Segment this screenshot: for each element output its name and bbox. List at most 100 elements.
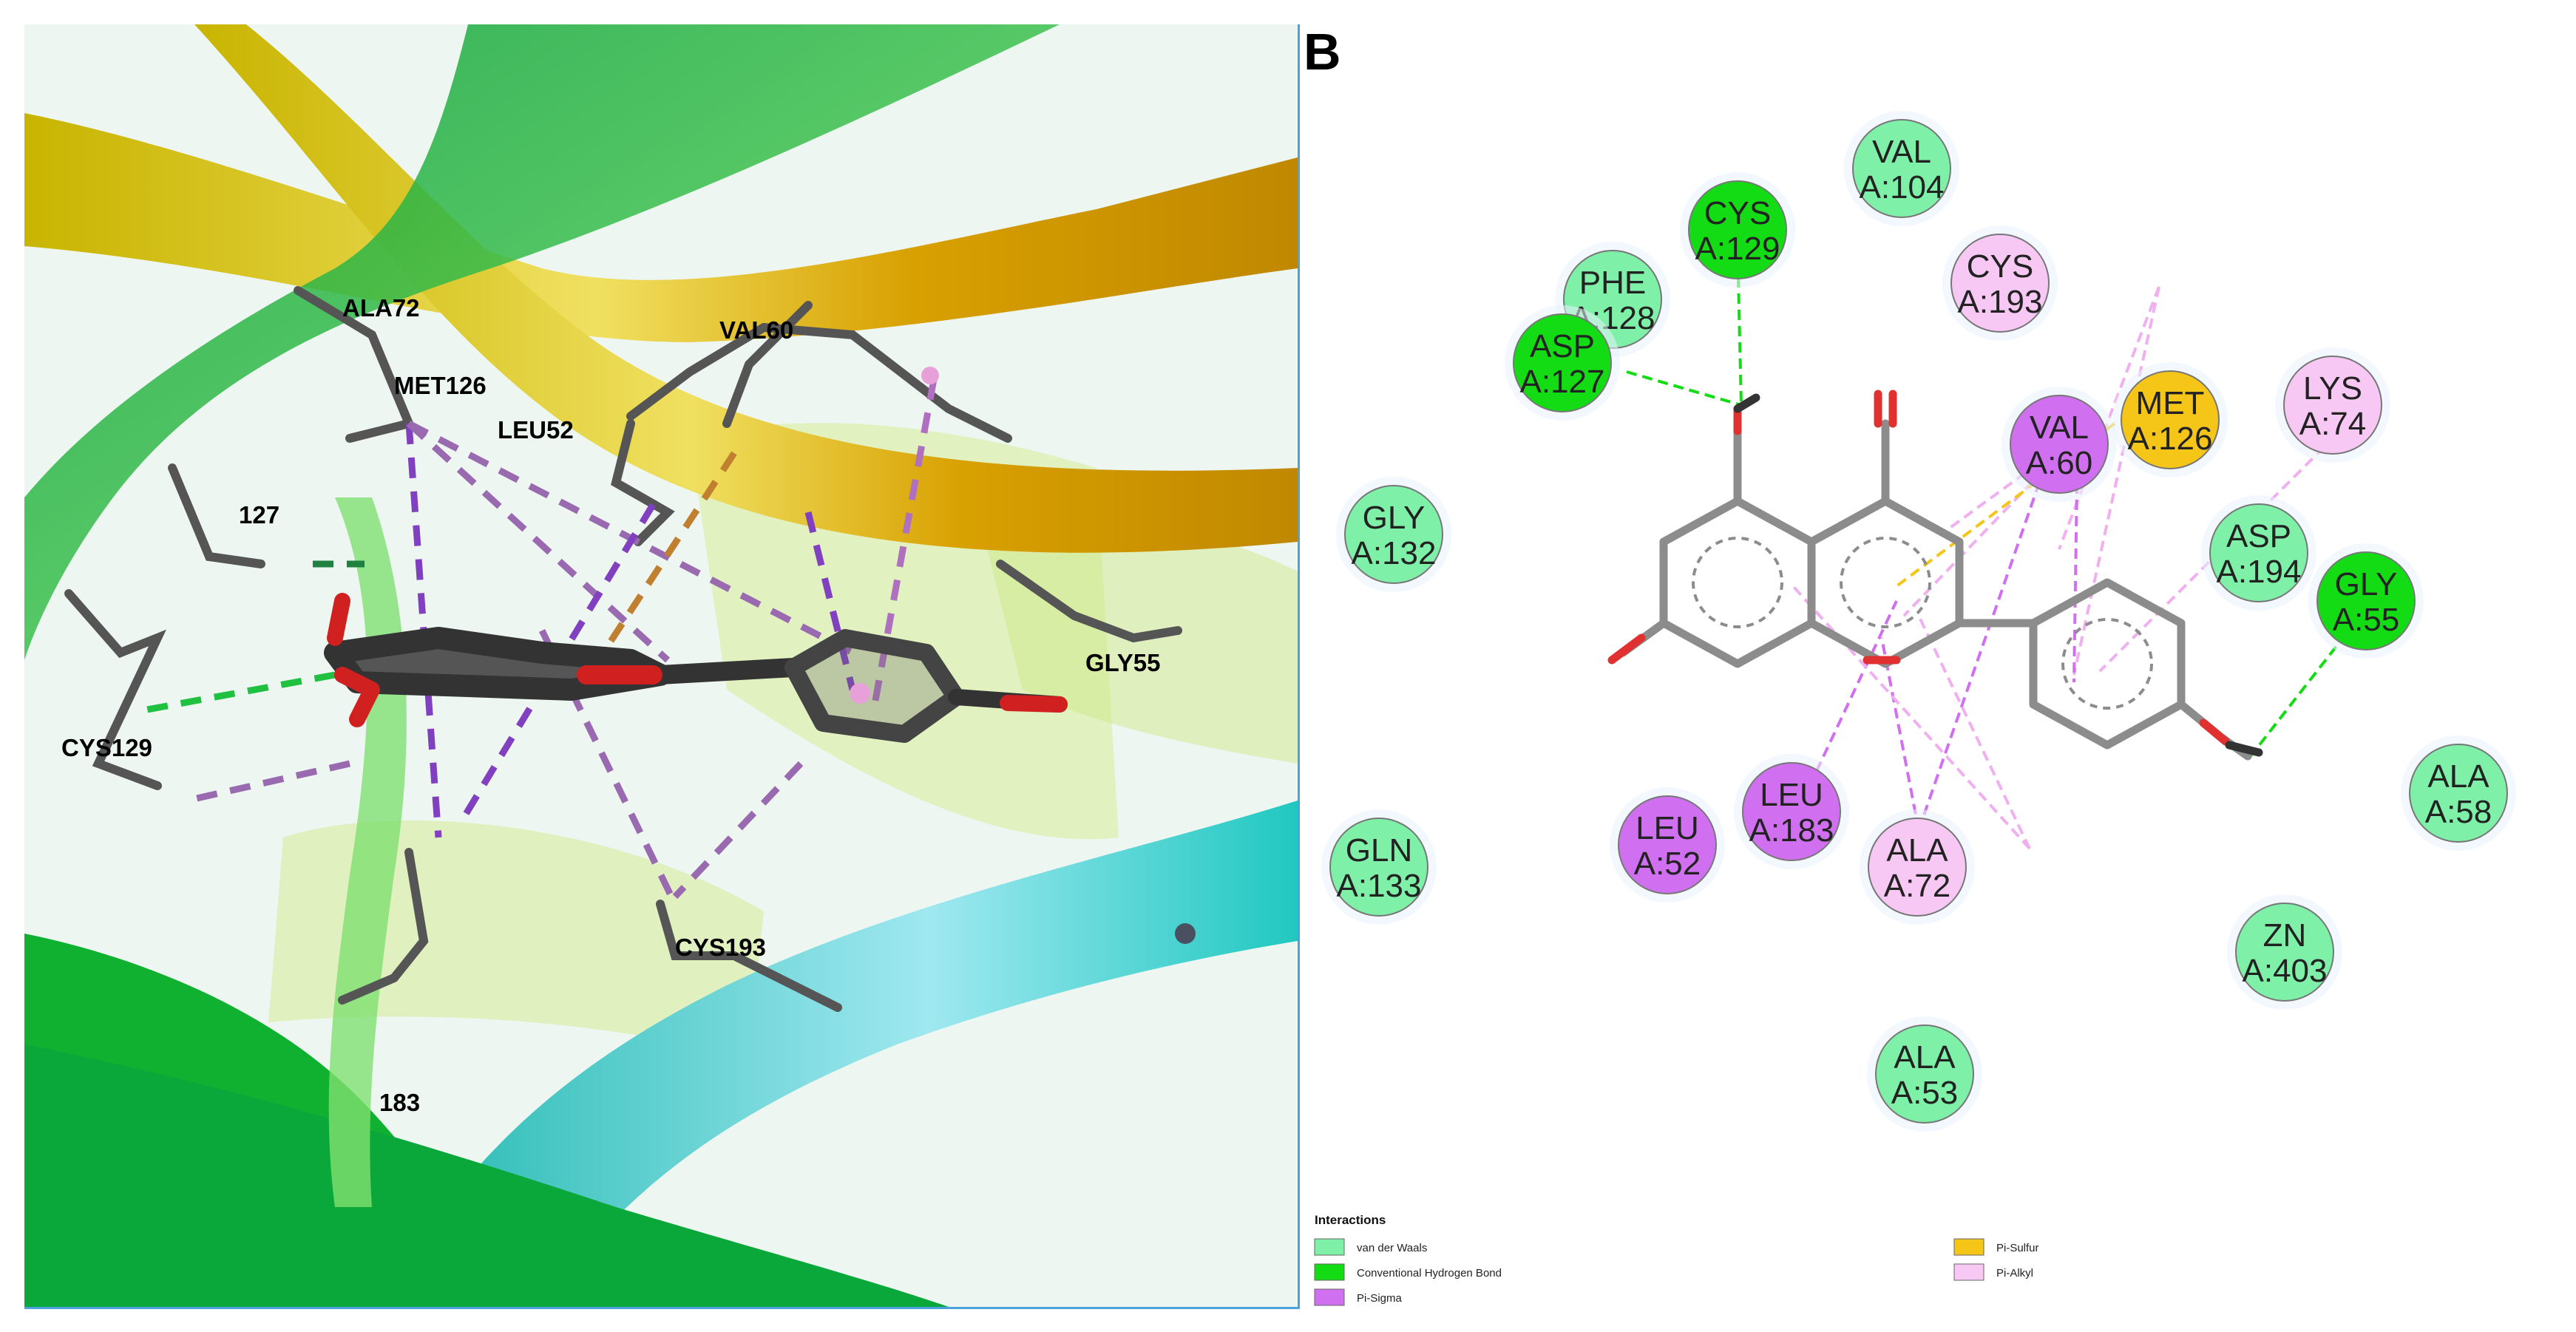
label-cys129: CYS129 xyxy=(61,734,152,761)
ligand-3d xyxy=(324,367,1196,944)
residue-circle xyxy=(2010,395,2109,494)
residue-name: GLN xyxy=(1346,832,1412,869)
ligand-heteroatoms xyxy=(1607,390,2263,757)
residue-circle xyxy=(2209,503,2308,602)
residue-name: VAL xyxy=(1872,134,1931,170)
legend: Interactions van der Waals Conventional … xyxy=(1314,1213,2039,1306)
residue-id: A:74 xyxy=(2299,406,2367,442)
residue-circle xyxy=(2316,551,2416,650)
residue-id: A:52 xyxy=(1634,846,1701,882)
label-ala72: ALA72 xyxy=(342,294,420,322)
label-leu52: LEU52 xyxy=(498,416,574,444)
legend-swatch-pisigma xyxy=(1314,1288,1345,1306)
residue-name: ASP xyxy=(2226,518,2291,554)
residue-id: A:183 xyxy=(1749,812,1834,849)
label-met126: MET126 xyxy=(394,372,487,399)
residue-name: GLY xyxy=(2335,566,2398,602)
legend-title: Interactions xyxy=(1315,1213,1386,1227)
legend-swatch-hbond xyxy=(1314,1263,1345,1281)
docking-3d-svg: ALA72 MET126 LEU52 VAL60 127 CYS129 GLY5… xyxy=(24,24,1298,1307)
residue-circle xyxy=(1852,119,1951,218)
label-asp127: 127 xyxy=(239,501,279,529)
residue-circle xyxy=(2235,903,2334,1002)
residue-id: A:133 xyxy=(1337,868,1422,904)
residue-name: CYS xyxy=(1967,248,2033,285)
residue-circle xyxy=(1688,180,1787,279)
residue-name: ZN xyxy=(2263,917,2307,954)
residue-name: ALA xyxy=(1894,1039,1956,1076)
residue-id: A:132 xyxy=(1352,535,1437,571)
residue-name: GLY xyxy=(1363,500,1426,536)
legend-swatch-pisulfur xyxy=(1953,1238,1984,1256)
residue-name: LYS xyxy=(2303,370,2362,407)
legend-label-hbond: Conventional Hydrogen Bond xyxy=(1357,1267,1502,1280)
residue-nodes: VALA:104CYSA:129PHEA:128ASPA:127CYSA:193… xyxy=(1321,111,2516,1132)
residue-name: CYS xyxy=(1704,195,1771,231)
label-val60: VAL60 xyxy=(719,316,793,344)
residue-circle xyxy=(1742,762,1841,861)
residue-name: ASP xyxy=(1530,328,1595,364)
label-gly55: GLY55 xyxy=(1085,649,1161,676)
legend-label-vdw: van der Waals xyxy=(1357,1242,1427,1254)
legend-label-pisigma: Pi-Sigma xyxy=(1357,1292,1403,1305)
label-leu183: 183 xyxy=(379,1089,420,1116)
residue-name: VAL xyxy=(2030,410,2089,446)
residue-circle xyxy=(1875,1025,1974,1124)
side-chain-sticks xyxy=(64,286,1182,1012)
ligand-aromatic-rings xyxy=(1692,537,2153,710)
residue-id: A:193 xyxy=(1958,284,2043,320)
residue-name: PHE xyxy=(1579,265,1646,301)
residue-circle xyxy=(2121,370,2220,469)
residue-id: A:194 xyxy=(2217,554,2302,590)
residue-id: A:72 xyxy=(1884,868,1951,904)
residue-id: A:129 xyxy=(1695,231,1780,267)
residue-id: A:104 xyxy=(1860,169,1945,205)
legend-label-pisulfur: Pi-Sulfur xyxy=(1996,1242,2039,1254)
residue-circle xyxy=(2283,356,2382,455)
residue-id: A:53 xyxy=(1891,1075,1959,1111)
residue-id: A:60 xyxy=(2026,445,2093,481)
residue-labels: ALA72 MET126 LEU52 VAL60 127 CYS129 GLY5… xyxy=(61,294,1161,1116)
residue-circle xyxy=(1868,818,1967,917)
residue-circle xyxy=(2409,744,2508,843)
residue-node-zn403: ZNA:403 xyxy=(2227,894,2342,1010)
residue-name: LEU xyxy=(1760,777,1823,813)
residue-name: ALA xyxy=(2427,758,2489,795)
docking-3d-view[interactable]: ALA72 MET126 LEU52 VAL60 127 CYS129 GLY5… xyxy=(24,24,1300,1309)
legend-swatch-vdw xyxy=(1314,1238,1345,1256)
residue-name: MET xyxy=(2136,385,2205,421)
legend-swatch-pialkyl xyxy=(1953,1263,1984,1281)
residue-id: A:403 xyxy=(2243,953,2328,989)
residue-name: LEU xyxy=(1636,810,1699,846)
residue-circle xyxy=(1329,818,1428,917)
residue-circle xyxy=(1344,485,1443,584)
residue-name: ALA xyxy=(1886,832,1948,869)
residue-id: A:126 xyxy=(2128,421,2213,457)
residue-id: A:58 xyxy=(2425,794,2492,830)
residue-id: A:127 xyxy=(1520,364,1605,400)
residue-circle xyxy=(1513,313,1612,412)
interaction-2d-svg: VALA:104CYSA:129PHEA:128ASPA:127CYSA:193… xyxy=(1314,111,2516,1306)
label-cys193: CYS193 xyxy=(675,934,766,961)
residue-id: A:55 xyxy=(2333,602,2400,638)
panel-b-letter: B xyxy=(1304,23,1341,81)
residue-circle xyxy=(1618,795,1717,894)
legend-label-pialkyl: Pi-Alkyl xyxy=(1996,1267,2033,1280)
